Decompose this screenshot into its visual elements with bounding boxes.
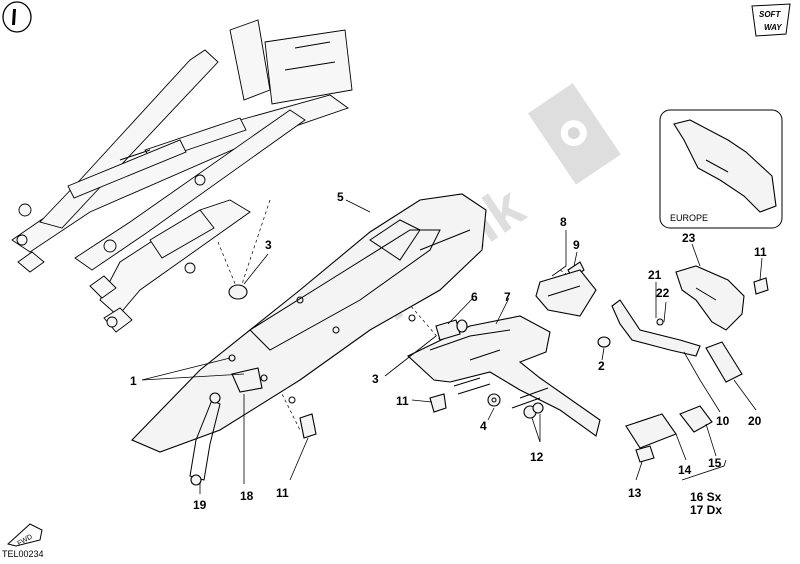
callout-19: 19	[193, 498, 207, 512]
callout-5: 5	[337, 190, 344, 204]
callout-20: 20	[748, 414, 762, 428]
bolt-p11-right	[753, 277, 769, 295]
rear-reflector	[705, 341, 743, 383]
callout-22: 22	[656, 286, 670, 300]
callout-13: 13	[628, 486, 642, 500]
callout-7: 7	[504, 290, 511, 304]
callout-10: 10	[716, 414, 730, 428]
inset-label: EUROPE	[670, 213, 708, 223]
bolt-p11-left	[299, 413, 317, 439]
leader-lines	[141, 199, 763, 494]
callout-6: 6	[471, 290, 478, 304]
callout-11-middle: 11	[396, 394, 409, 408]
bolt-p2	[597, 336, 611, 348]
svg-text:SOFT: SOFT	[759, 10, 781, 19]
rubber-grommet	[228, 284, 248, 300]
wiring-harness	[453, 377, 549, 409]
callout-21: 21	[648, 268, 662, 282]
callout-14: 14	[678, 463, 692, 477]
callout-11-right: 11	[754, 245, 767, 259]
washer-p12-b	[532, 402, 544, 414]
callout-18: 18	[240, 489, 254, 503]
callout-8: 8	[560, 215, 567, 229]
callout-17-dx: 17 Dx	[690, 503, 722, 517]
callout-1: 1	[130, 374, 137, 388]
part-callouts: 1 2 3 3 4 5 6 7 8 9 10 11 11 11 12 13 14…	[130, 190, 767, 517]
callout-4: 4	[480, 419, 487, 433]
diagram-badge-icon	[2, 1, 32, 33]
rear-undertray	[131, 193, 487, 453]
callout-23: 23	[682, 231, 696, 245]
ground-cable	[189, 392, 221, 486]
rubber-spacer	[435, 319, 468, 341]
turn-indicator	[625, 405, 713, 449]
softway-logo: SOFT WAY	[751, 3, 791, 37]
reflector-plate	[675, 265, 745, 331]
drawing-code: TEL00234	[2, 549, 44, 559]
callout-11-left: 11	[276, 486, 289, 500]
bolt-p11-middle	[429, 393, 447, 413]
svg-text:WAY: WAY	[764, 23, 782, 32]
rear-subframe	[11, 19, 353, 333]
bolt-p13	[635, 445, 655, 463]
callout-15: 15	[708, 456, 722, 470]
watermark-gear-icon	[527, 83, 621, 185]
callout-12: 12	[530, 450, 544, 464]
callout-2: 2	[598, 359, 605, 373]
washer-p4	[487, 393, 501, 407]
callout-9: 9	[573, 238, 580, 252]
callout-3-lower: 3	[372, 372, 379, 386]
callout-16-sx: 16 Sx	[690, 490, 722, 504]
fwd-arrow-icon: FWD	[6, 523, 43, 548]
callout-3-upper: 3	[265, 238, 272, 252]
license-light	[535, 269, 597, 317]
plate-support-bracket	[611, 299, 701, 357]
europe-inset: EUROPE	[659, 109, 783, 229]
license-plate-bracket	[407, 315, 601, 437]
